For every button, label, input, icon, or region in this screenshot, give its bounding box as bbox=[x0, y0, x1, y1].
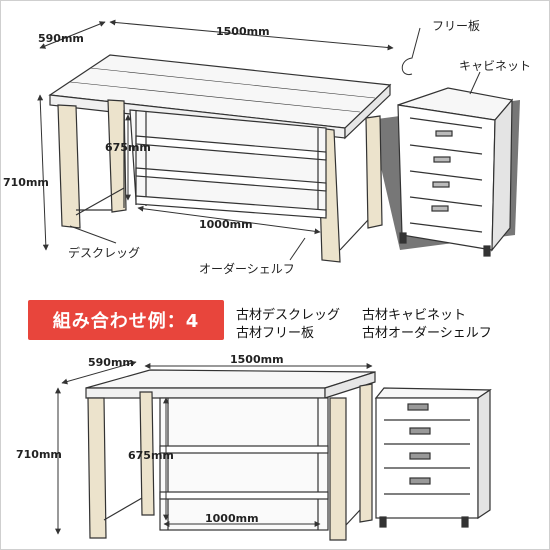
bottom-cabinet bbox=[374, 387, 492, 528]
bottom-shelf-width-dimension: 1000mm bbox=[205, 512, 259, 525]
order-shelf bbox=[129, 109, 327, 219]
bottom-shelf-height-dimension: 675mm bbox=[128, 449, 174, 462]
top-height-dimension: 710mm bbox=[3, 176, 49, 189]
combo-item-desk-leg: 古材デスクレッグ bbox=[236, 308, 341, 323]
cabinet bbox=[397, 87, 514, 257]
label-free-board: フリー板 bbox=[432, 19, 480, 33]
bottom-height-dimension: 710mm bbox=[16, 448, 62, 461]
combo-item-cabinet: 古材キャビネット bbox=[362, 308, 467, 323]
top-shelf-width-dimension: 1000mm bbox=[199, 218, 253, 231]
label-cabinet: キャビネット bbox=[459, 59, 531, 73]
top-depth-dimension: 590mm bbox=[38, 32, 84, 45]
label-desk-leg: デスクレッグ bbox=[68, 245, 140, 260]
label-order-shelf: オーダーシェルフ bbox=[199, 261, 295, 276]
bottom-desk-leg-left bbox=[87, 397, 107, 539]
callout-lines bbox=[69, 27, 481, 261]
combo-item-free-board: 古材フリー板 bbox=[236, 326, 315, 341]
bottom-order-shelf bbox=[159, 397, 329, 531]
desk-leg-left bbox=[57, 104, 81, 229]
top-desk-illustration bbox=[48, 54, 520, 263]
combination-banner: 組み合わせ例：4 bbox=[28, 300, 224, 340]
combo-item-order-shelf: 古材オーダーシェルフ bbox=[362, 326, 492, 341]
bottom-depth-dimension: 590mm bbox=[88, 356, 134, 369]
bottom-dimension-lines bbox=[55, 360, 373, 535]
top-shelf-height-dimension: 675mm bbox=[105, 141, 151, 154]
top-dimension-lines bbox=[37, 19, 394, 251]
top-width-dimension: 1500mm bbox=[216, 25, 270, 38]
bottom-width-dimension: 1500mm bbox=[230, 353, 284, 366]
bottom-desk-leg-right bbox=[329, 397, 347, 541]
